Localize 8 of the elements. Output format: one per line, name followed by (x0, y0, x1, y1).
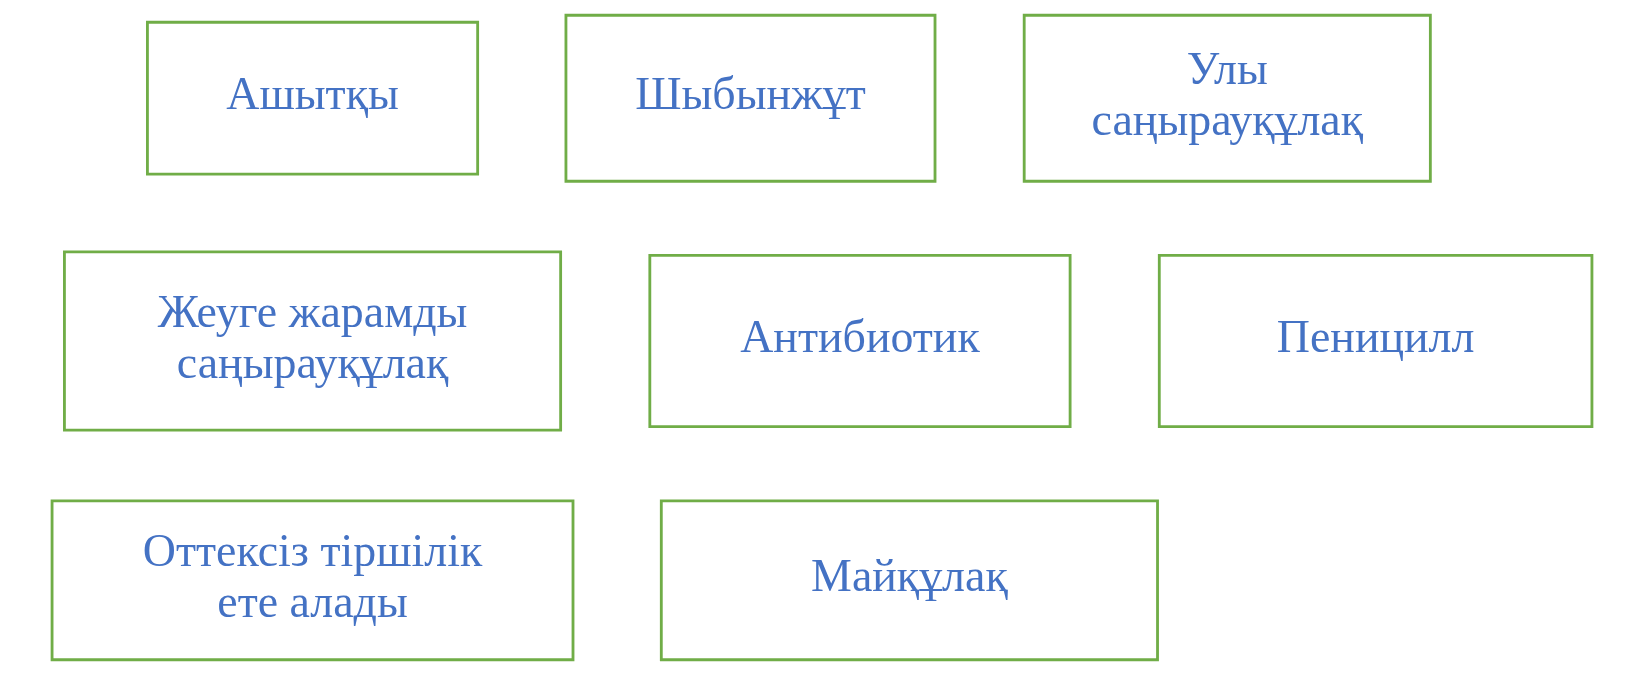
node-box: Пеницилл (1157, 253, 1593, 429)
node-box: Антибиотик (647, 253, 1072, 429)
node-box: Майқұлақ (659, 499, 1159, 662)
node-box: Оттексіз тіршілік ете алады (50, 499, 574, 662)
node-box: Ашытқы (145, 20, 479, 176)
node-box: Улы саңырауқұлақ (1022, 13, 1432, 183)
node-box: Жеуге жарамды саңырауқұлақ (62, 250, 562, 432)
node-box: Шыбынжұт (564, 13, 936, 183)
